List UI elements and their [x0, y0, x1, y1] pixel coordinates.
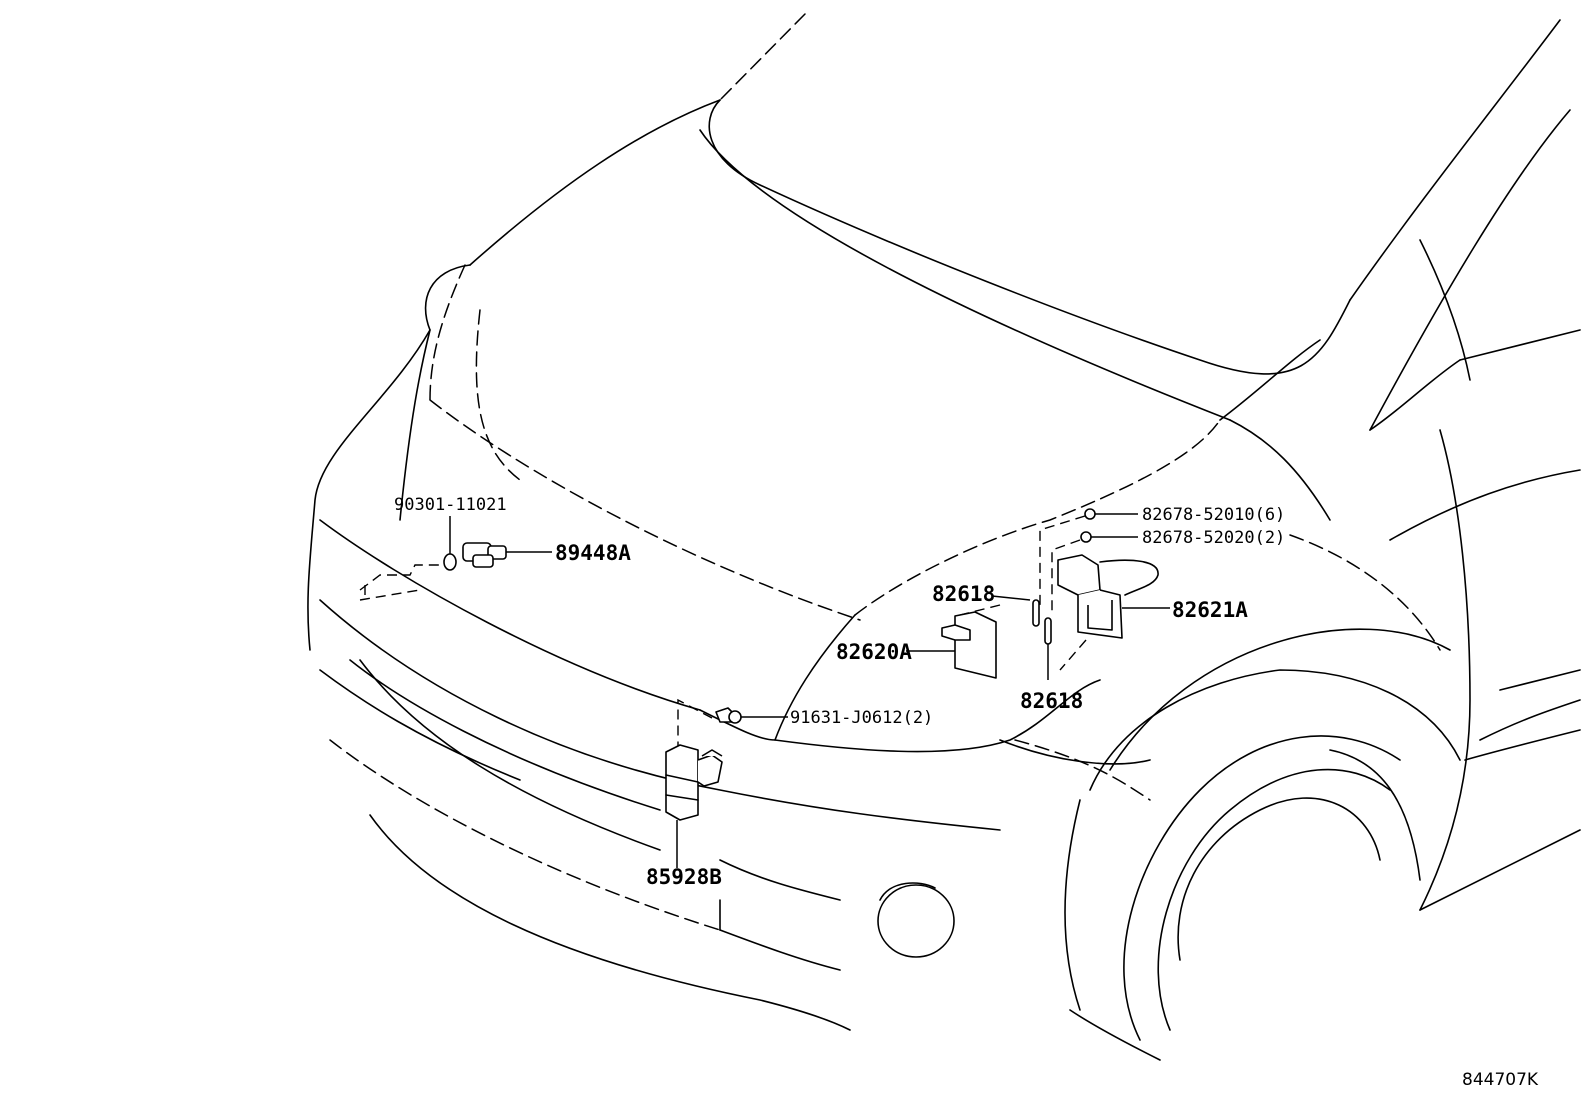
junction-box-82620A-icon	[906, 611, 997, 679]
relay-85928B-icon	[665, 744, 723, 868]
label-82621A: 82621A	[1172, 598, 1248, 622]
label-82678-52010: 82678-52010(6)	[1142, 505, 1285, 525]
sensor-89448A-icon	[462, 542, 552, 568]
label-82618-upper: 82618	[932, 582, 995, 606]
bolt-82678-52020-icon	[1051, 531, 1138, 615]
label-85928B: 85928B	[646, 865, 722, 889]
label-90301-11021: 90301-11021	[394, 495, 507, 515]
label-82678-52020: 82678-52020(2)	[1142, 528, 1285, 548]
illustration-id: 844707K	[1462, 1070, 1539, 1090]
bracket-82621A-icon	[1057, 554, 1170, 671]
vehicle-outline	[307, 13, 1581, 1061]
bolt-91631-icon	[677, 698, 788, 750]
bolt-82678-52010-icon	[1039, 508, 1138, 610]
label-82620A: 82620A	[836, 640, 912, 664]
label-91631-J0612: 91631-J0612(2)	[790, 708, 933, 728]
label-82618-lower: 82618	[1020, 689, 1083, 713]
label-89448A: 89448A	[555, 541, 631, 565]
o-ring-part	[359, 516, 457, 601]
